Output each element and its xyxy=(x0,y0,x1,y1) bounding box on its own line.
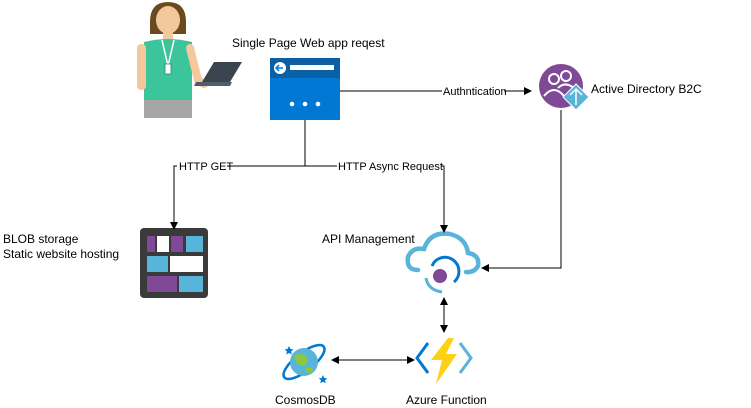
auth-edge-label: Authntication xyxy=(443,86,507,98)
blob-label-line1: BLOB storage xyxy=(3,232,79,246)
cosmos-db-icon[interactable] xyxy=(279,340,329,385)
api-management-icon[interactable] xyxy=(405,231,481,294)
auth-connector: Authntication xyxy=(340,85,532,98)
spa-label: Single Page Web app reqest xyxy=(232,36,385,50)
active-directory-b2c-icon[interactable] xyxy=(539,64,590,111)
aad-apim-connector xyxy=(481,110,562,272)
person-with-laptop-icon xyxy=(137,2,242,118)
azure-function-icon[interactable] xyxy=(415,338,473,384)
blob-storage-icon[interactable] xyxy=(140,228,208,298)
web-app-browser-icon[interactable] xyxy=(270,58,340,120)
http-async-edge-label: HTTP Async Request xyxy=(338,161,443,173)
http-get-connector: HTTP GET xyxy=(170,160,305,230)
apim-label: API Management xyxy=(322,232,415,246)
blob-label-line2: Static website hosting xyxy=(3,247,119,261)
http-async-connector: HTTP Async Request xyxy=(305,160,448,233)
http-get-edge-label: HTTP GET xyxy=(179,161,233,173)
aad-label: Active Directory B2C xyxy=(591,82,702,96)
func-label: Azure Function xyxy=(406,393,487,407)
cosmos-label: CosmosDB xyxy=(275,393,336,407)
